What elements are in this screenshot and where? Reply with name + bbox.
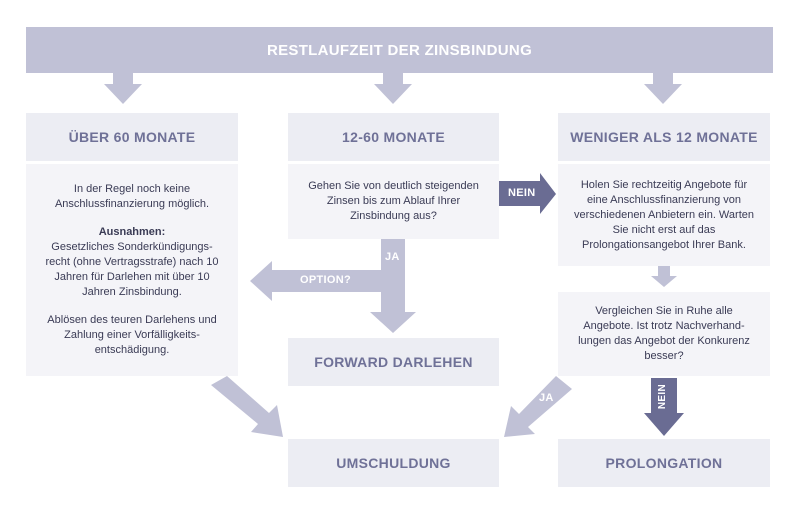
umschuldung-box: UMSCHULDUNG [288,439,499,487]
arrow-ja-down [370,239,416,333]
label-nein-vertical: NEIN [657,384,668,410]
right-advice-box: Holen Sie rechtzeitig Angebote für eine … [558,164,770,266]
umschuldung-label: UMSCHULDUNG [336,455,451,471]
prolongation-box: PROLONGATION [558,439,770,487]
mid-title: 12-60 MONATE [342,129,445,145]
arrow-down-left [104,73,142,104]
arrow-down-right-small [651,266,677,287]
arrow-option-left [250,261,381,301]
right-compare-box: Vergleichen Sie in Ruhe alle Angebote. I… [558,292,770,376]
label-ja-mid: JA [385,251,400,263]
arrow-diag-left [211,376,283,437]
arrow-down-right [644,73,682,104]
mid-question-box: Gehen Sie von deutlich steigenden Zinsen… [288,164,499,239]
arrow-nein-down [644,378,684,436]
label-nein-horizontal: NEIN [508,187,536,199]
right-title: WENIGER ALS 12 MONATE [570,129,758,145]
label-option: OPTION? [300,274,351,286]
mid-question: Gehen Sie von deutlich steigenden Zinsen… [308,180,479,222]
left-p1: In der Regel noch keine Anschlussfinanzi… [54,183,210,210]
left-body-box: In der Regel noch keine Anschlussfinanzi… [26,164,238,376]
arrow-diag-ja [504,376,572,437]
header-bar: RESTLAUFZEIT DER ZINSBINDUNG [26,27,773,73]
forward-darlehen-box: FORWARD DARLEHEN [288,338,499,386]
header-title: RESTLAUFZEIT DER ZINSBINDUNG [266,41,533,59]
right-compare: Vergleichen Sie in Ruhe alle Angebote. I… [578,305,750,362]
left-title: ÜBER 60 MONATE [68,129,196,145]
label-ja-right: JA [539,392,554,404]
forward-darlehen-label: FORWARD DARLEHEN [314,354,473,370]
left-p2: Gesetzliches Sonderkündigungs-recht (ohn… [45,241,219,298]
mid-title-box: 12-60 MONATE [288,113,499,161]
left-exceptions-label: Ausnahmen: [98,226,166,238]
left-title-box: ÜBER 60 MONATE [26,113,238,161]
left-p3: Ablösen des teuren Darlehens und Zahlung… [47,314,217,356]
arrow-down-mid [374,73,412,104]
prolongation-label: PROLONGATION [605,455,723,471]
arrow-nein-right [498,173,556,214]
right-title-box: WENIGER ALS 12 MONATE [558,113,770,161]
right-advice: Holen Sie rechtzeitig Angebote für eine … [574,178,754,251]
